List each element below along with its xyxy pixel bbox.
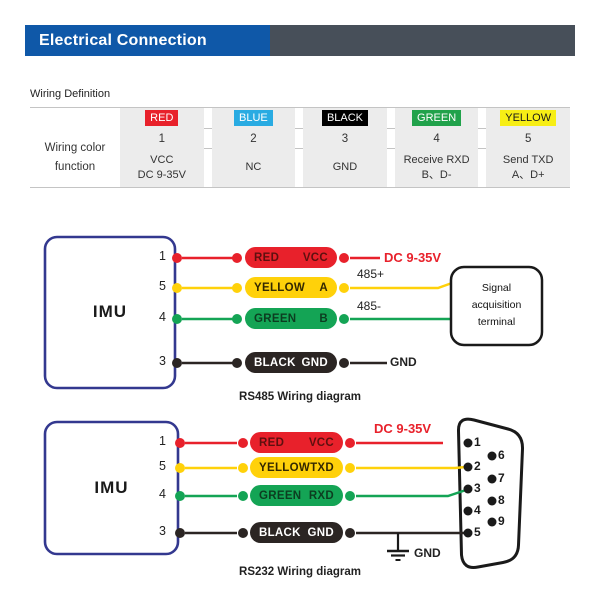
rs485-gnd-label: GND: [390, 355, 417, 369]
wire-function: GND: [303, 148, 387, 187]
ground-symbol: [387, 533, 409, 561]
rs232-pin-1: 1: [159, 434, 166, 448]
rs485-pin-5: 5: [159, 279, 166, 293]
db9-connector: [456, 417, 525, 569]
section-header-band: Electrical Connection: [25, 25, 575, 56]
rs232-power-label: DC 9-35V: [374, 421, 432, 436]
wiring-definition-label: Wiring Definition: [30, 88, 111, 100]
imu-box: [43, 235, 177, 390]
table-column-black: BLACK 3 GND: [303, 108, 387, 187]
table-column-red: RED 1 VCC DC 9-35V: [120, 108, 204, 187]
db9-pin-2: 2: [474, 459, 481, 473]
rs232-gnd-label: GND: [414, 546, 441, 560]
rs485-caption: RS485 Wiring diagram: [239, 391, 361, 403]
wire-function: Receive RXD B、D-: [394, 148, 479, 187]
section-header-highlight: Electrical Connection: [25, 25, 270, 56]
rs232-pin-5: 5: [159, 459, 166, 473]
wire-function: Send TXD A、D+: [486, 148, 570, 187]
rs485-diagram-graphics: [43, 235, 544, 390]
rs485-pin-4: 4: [159, 310, 166, 324]
imu-box: [43, 420, 180, 556]
rs232-diagram-graphics: [43, 417, 525, 569]
db9-pin-9: 9: [498, 514, 505, 528]
terminal-label: Signal acquisition terminal: [471, 282, 522, 328]
wire-number: 1: [120, 128, 204, 148]
rs485-pin-3: 3: [159, 354, 166, 368]
rs485-485minus-label: 485-: [357, 299, 382, 313]
rs232-imu-label: IMU: [94, 478, 129, 497]
wire-number: 3: [303, 128, 387, 148]
wire-function: NC: [211, 148, 296, 187]
table-column-green: GREEN 4 Receive RXD B、D-: [394, 108, 479, 187]
db9-pin-4: 4: [474, 503, 481, 517]
table-column-yellow: YELLOW 5 Send TXD A、D+: [486, 108, 570, 187]
wire-number: 4: [394, 128, 479, 148]
table-column-blue: BLUE 2 NC: [211, 108, 296, 187]
wire-number: 5: [486, 128, 570, 148]
color-chip-green: GREEN: [412, 110, 462, 126]
rs232-pin-4: 4: [159, 487, 166, 501]
wire-function: VCC DC 9-35V: [120, 148, 204, 187]
color-chip-red: RED: [145, 110, 179, 126]
rs485-pin-1: 1: [159, 249, 166, 263]
rs485-power-label: DC 9-35V: [384, 250, 442, 265]
db9-pin-8: 8: [498, 493, 505, 507]
rs232-pin-3: 3: [159, 524, 166, 538]
table-row-label: Wiring color function: [30, 128, 120, 187]
db9-pin-7: 7: [498, 471, 505, 485]
rs232-caption: RS232 Wiring diagram: [239, 566, 361, 578]
rs485-485plus-label: 485+: [357, 267, 385, 281]
color-chip-black: BLACK: [321, 110, 369, 126]
row-label-line1: Wiring color: [44, 141, 106, 154]
terminal-box: [449, 265, 544, 347]
color-chip-blue: BLUE: [234, 110, 273, 126]
rs485-imu-label: IMU: [92, 302, 128, 321]
table-columns: RED 1 VCC DC 9-35V BLUE 2 NC BLACK 3: [120, 108, 570, 187]
table-rule-bottom: [30, 187, 570, 188]
db9-pin-1: 1: [474, 435, 481, 449]
color-chip-yellow: YELLOW: [500, 110, 557, 126]
wire-number: 2: [211, 128, 296, 148]
db9-pin-5: 5: [474, 525, 481, 539]
db9-pin-3: 3: [474, 481, 481, 495]
row-label-line2: function: [54, 160, 96, 173]
db9-pin-6: 6: [498, 448, 505, 462]
table-rule-top: [30, 107, 570, 108]
page-title: Electrical Connection: [39, 31, 207, 49]
wiring-definition-table: Wiring color function RED 1 VCC DC 9-35V…: [30, 107, 570, 188]
